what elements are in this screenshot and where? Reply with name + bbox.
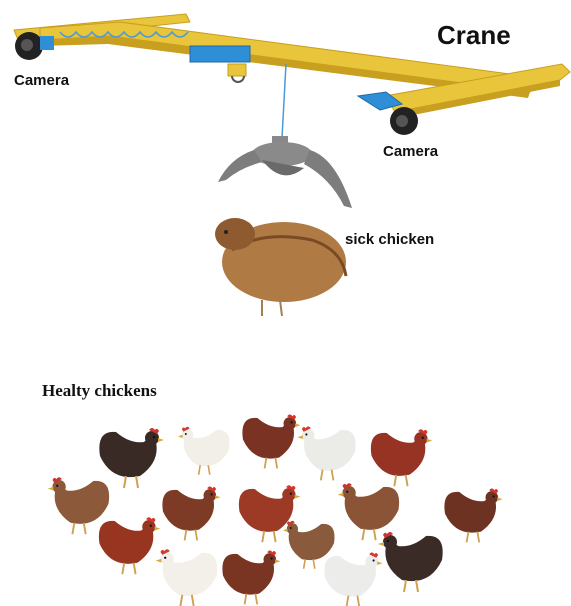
healthy-chicken [99, 517, 160, 574]
healthy-chicken [99, 428, 164, 488]
healthy-chicken [178, 427, 230, 475]
camera-icon [15, 32, 54, 60]
healthy-chicken [338, 483, 399, 540]
healthy-chicken [162, 486, 220, 540]
healthy-chickens-label: Healty chickens [42, 381, 157, 401]
diagram-title: Crane [437, 20, 511, 51]
healthy-chicken [378, 532, 443, 592]
healthy-chicken [371, 429, 432, 486]
healthy-chicken [444, 488, 502, 542]
crane-trolley [190, 46, 250, 62]
gripper-claw [218, 136, 352, 208]
camera-icon [390, 107, 418, 135]
healthy-chicken [156, 549, 217, 606]
hoist-cable [282, 64, 286, 138]
sick-chicken-label: sick chicken [345, 231, 434, 248]
camera-label-right: Camera [383, 143, 438, 160]
healthy-chicken [324, 552, 382, 606]
healthy-chicken [297, 426, 355, 480]
healthy-flock [48, 414, 503, 606]
healthy-chicken [242, 414, 300, 468]
sick-chicken [215, 218, 346, 316]
healthy-chicken [222, 550, 280, 604]
healthy-chicken [48, 477, 109, 534]
camera-label-left: Camera [14, 72, 69, 89]
